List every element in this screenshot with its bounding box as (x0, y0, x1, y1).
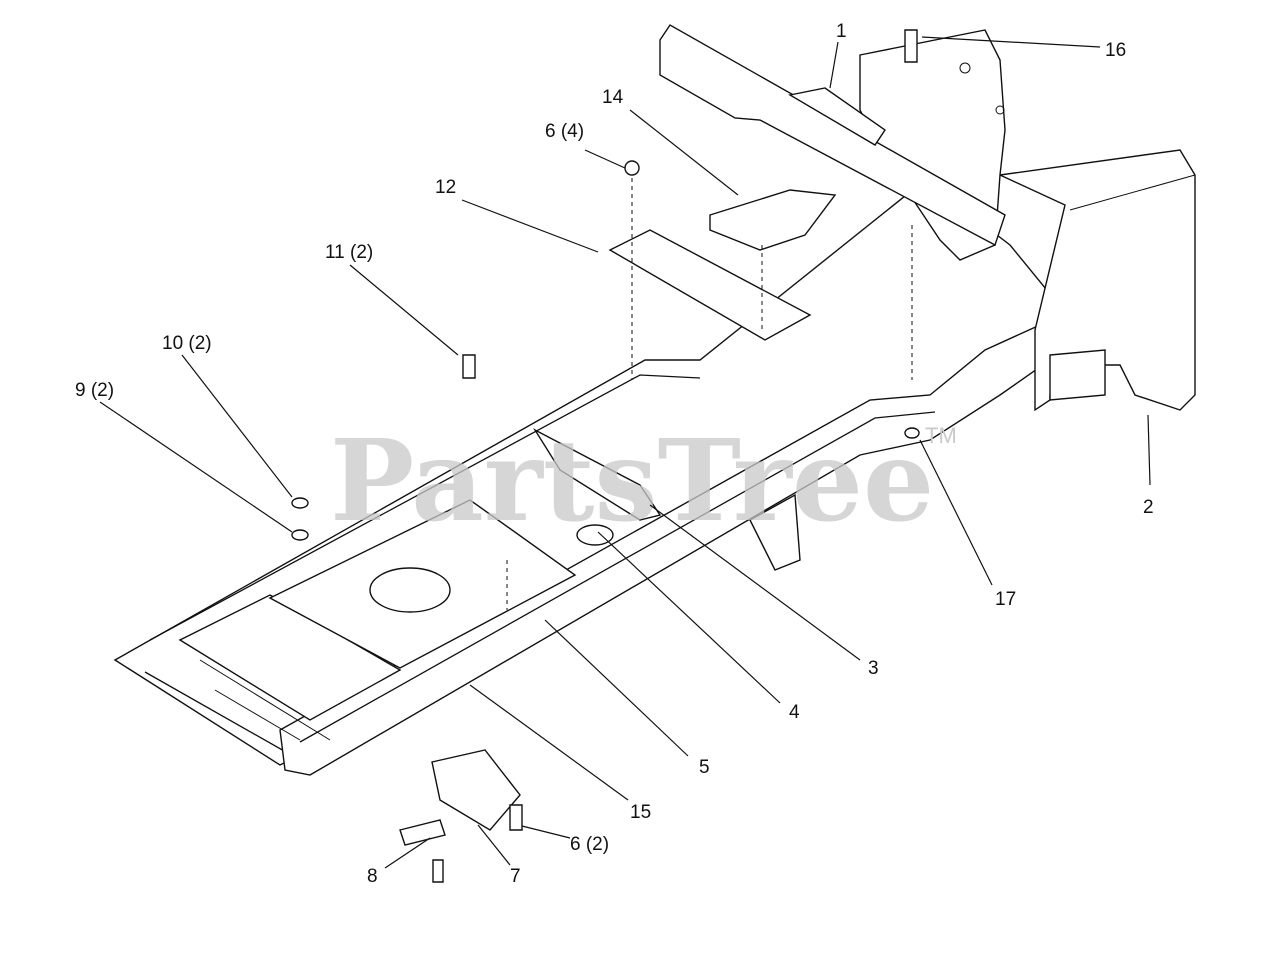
callout-7: 7 (510, 866, 521, 887)
callout-11: 11 (2) (325, 242, 373, 263)
callout-6-4: 6 (4) (545, 121, 584, 142)
callout-6-2: 6 (2) (570, 834, 609, 855)
callout-10: 10 (2) (162, 333, 212, 354)
callout-9: 9 (2) (75, 380, 114, 401)
leader-lines (99, 36, 1151, 869)
watermark: PartsTree TM (330, 416, 957, 547)
plate-12 (608, 229, 812, 341)
callout-8: 8 (367, 866, 378, 887)
callout-2: 2 (1143, 497, 1154, 518)
watermark-text: PartsTree (330, 416, 934, 547)
mounting-plate (268, 499, 614, 669)
callout-17: 17 (995, 589, 1016, 610)
bracket-3 (533, 428, 662, 521)
callout-4: 4 (789, 702, 800, 723)
dash-support-bar (659, 24, 1006, 247)
callout-5: 5 (699, 757, 710, 778)
hardware (291, 29, 920, 610)
callout-1: 1 (836, 21, 847, 42)
callout-labels: 1 16 14 6 (4) 12 11 (2) 10 (2) 9 (2) 2 1… (75, 21, 1154, 887)
side-bracket (749, 493, 801, 571)
callout-15: 15 (630, 802, 651, 823)
callout-3: 3 (868, 658, 879, 679)
lower-bracket-7 (399, 749, 523, 883)
bracket-14 (709, 189, 837, 251)
callout-12: 12 (435, 177, 456, 198)
callout-14: 14 (602, 87, 624, 108)
watermark-trademark: TM (925, 423, 957, 448)
callout-16: 16 (1105, 40, 1126, 61)
